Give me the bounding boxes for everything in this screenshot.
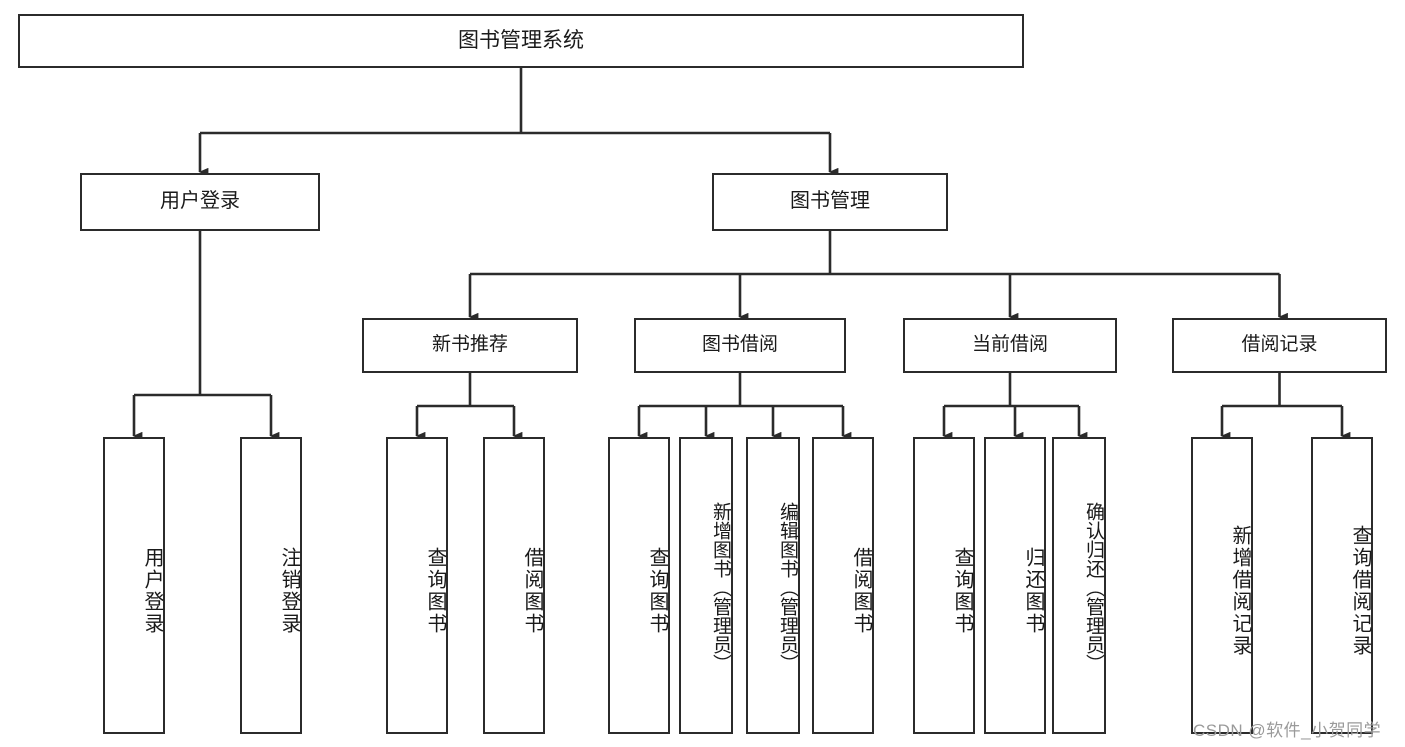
node-leaf-add-record[interactable]: 新增借阅记录 [1191,437,1253,734]
node-leaf-logout-label: 注销登录 [278,546,300,635]
node-borrow-record-label: 借阅记录 [1241,334,1318,356]
node-current-borrow-label: 当前借阅 [971,334,1048,356]
node-leaf-borrow-book-rec[interactable]: 借阅图书 [483,437,545,734]
node-leaf-edit-book[interactable]: 编辑图书（管理员） [746,437,800,734]
node-leaf-add-book[interactable]: 新增图书（管理员） [679,437,733,734]
node-leaf-user-login-label: 用户登录 [141,546,163,635]
node-leaf-query-book-rec[interactable]: 查询图书 [386,437,448,734]
node-root[interactable]: 图书管理系统 [18,14,1024,68]
node-root-label: 图书管理系统 [458,28,584,52]
node-leaf-return-book-label: 归还图书 [1022,546,1044,635]
node-book-borrow[interactable]: 图书借阅 [634,318,846,373]
node-current-borrow[interactable]: 当前借阅 [903,318,1117,373]
node-leaf-confirm-return-label: 确认归还（管理员） [1083,502,1104,673]
node-book-manage[interactable]: 图书管理 [712,173,948,231]
node-leaf-borrow-book-rec-label: 借阅图书 [521,546,543,635]
node-borrow-record[interactable]: 借阅记录 [1172,318,1387,373]
node-leaf-edit-book-label: 编辑图书（管理员） [777,502,798,673]
node-leaf-borrow-book-bb[interactable]: 借阅图书 [812,437,874,734]
node-leaf-add-record-label: 新增借阅记录 [1229,524,1251,657]
node-leaf-confirm-return[interactable]: 确认归还（管理员） [1052,437,1106,734]
node-book-manage-label: 图书管理 [790,190,870,213]
node-leaf-add-book-label: 新增图书（管理员） [710,502,731,673]
node-user-login-label: 用户登录 [160,190,240,213]
node-leaf-query-record[interactable]: 查询借阅记录 [1311,437,1373,734]
node-leaf-query-book-bb[interactable]: 查询图书 [608,437,670,734]
node-user-login[interactable]: 用户登录 [80,173,320,231]
node-leaf-query-record-label: 查询借阅记录 [1349,524,1371,657]
node-leaf-query-book-rec-label: 查询图书 [424,546,446,635]
node-leaf-borrow-book-bb-label: 借阅图书 [850,546,872,635]
node-new-book-rec-label: 新书推荐 [431,334,508,356]
node-new-book-rec[interactable]: 新书推荐 [362,318,578,373]
node-leaf-query-book-bb-label: 查询图书 [646,546,668,635]
node-leaf-query-book-cb-label: 查询图书 [951,546,973,635]
node-leaf-user-login[interactable]: 用户登录 [103,437,165,734]
node-leaf-return-book[interactable]: 归还图书 [984,437,1046,734]
node-leaf-query-book-cb[interactable]: 查询图书 [913,437,975,734]
node-book-borrow-label: 图书借阅 [701,334,778,356]
node-leaf-logout[interactable]: 注销登录 [240,437,302,734]
